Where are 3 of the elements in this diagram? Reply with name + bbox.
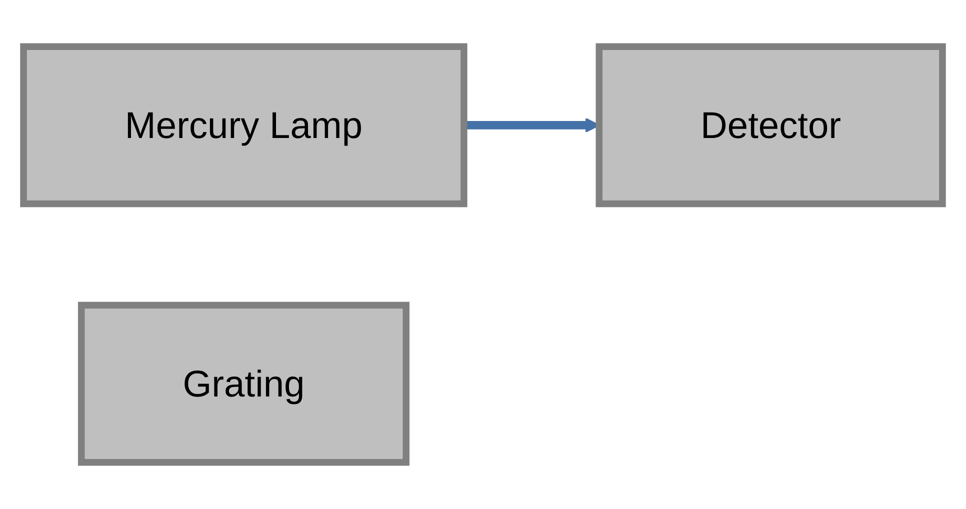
node-box: Grating [78, 302, 410, 466]
node-box: Detector [596, 43, 946, 208]
node-box: Mercury Lamp [20, 43, 468, 208]
